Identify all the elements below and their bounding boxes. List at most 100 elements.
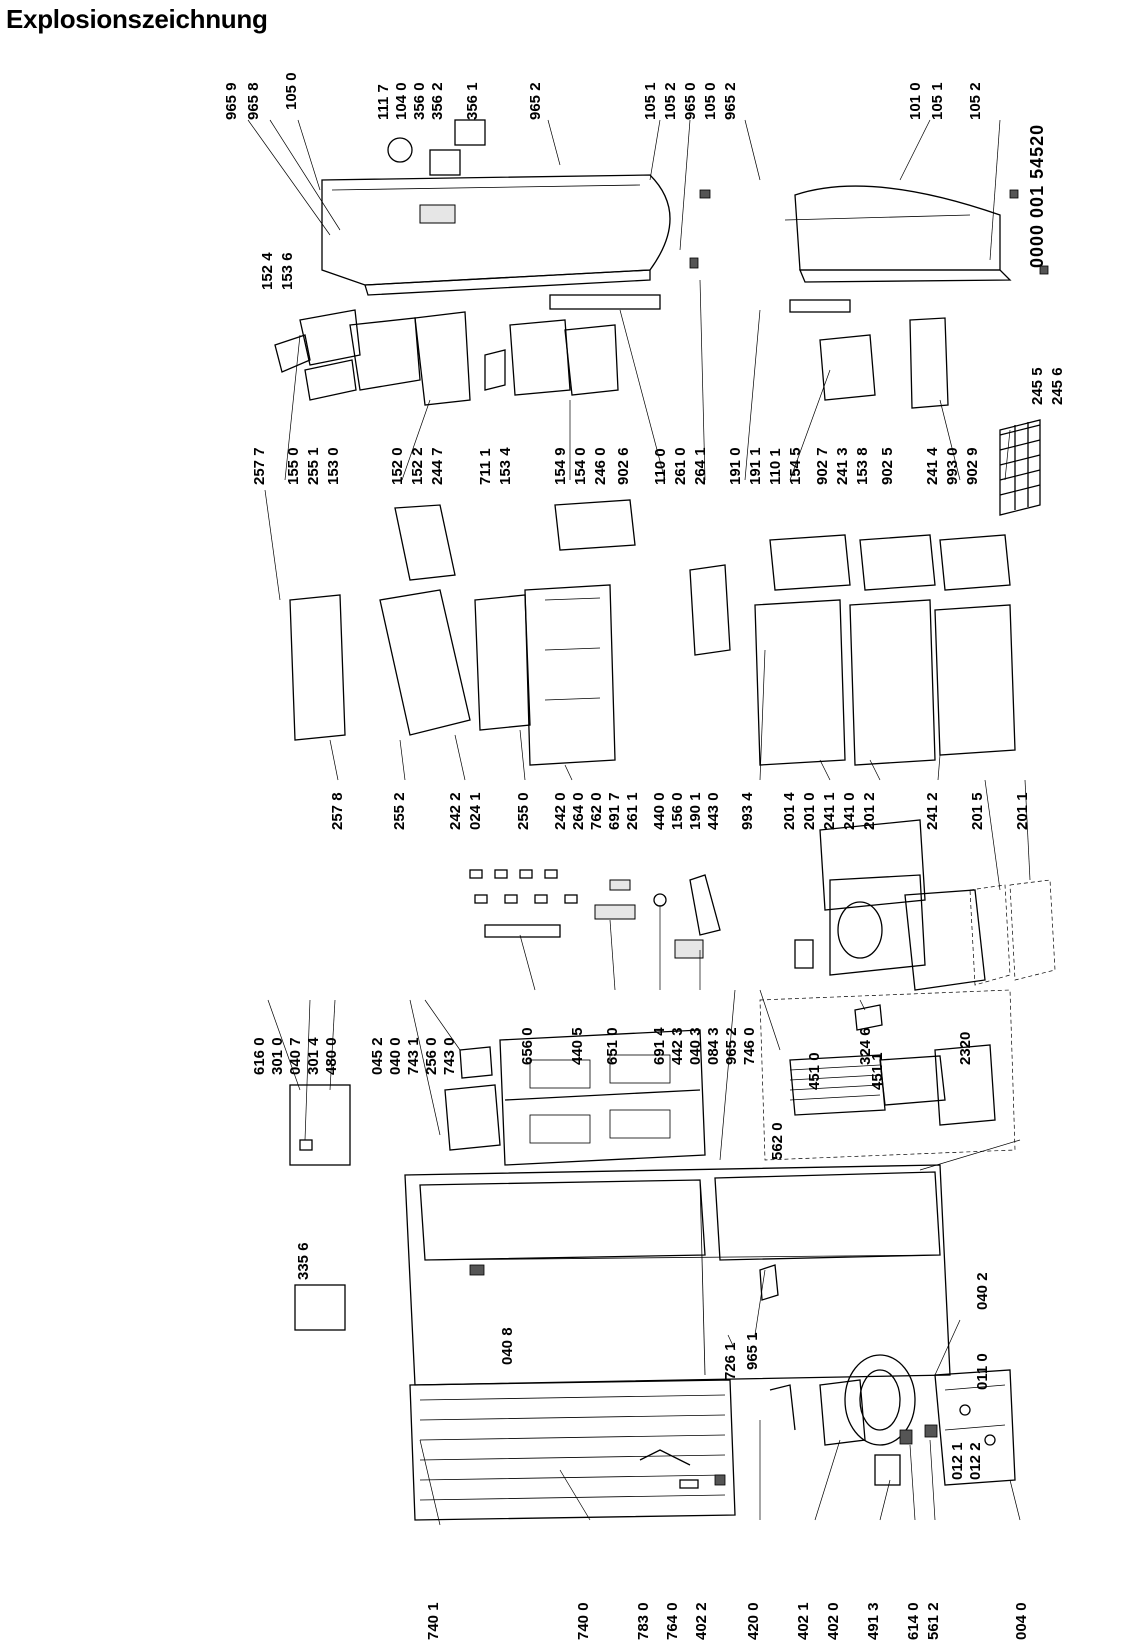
callout-label: 902 9 xyxy=(964,447,981,485)
callout-label: 440 0 xyxy=(651,792,668,830)
cabinet-body xyxy=(404,1164,951,1386)
callout-label: 242 2 xyxy=(447,792,464,830)
callout-label: 480 0 xyxy=(323,1037,340,1075)
callout-label: 451 0 xyxy=(806,1052,823,1090)
compressor xyxy=(819,1354,938,1486)
callout-label: 241 2 xyxy=(924,792,941,830)
fridge-door xyxy=(321,174,671,296)
callout-label: 440 5 xyxy=(569,1027,586,1065)
callout-label: 153 0 xyxy=(325,447,342,485)
callout-label: 152 4 xyxy=(259,252,276,290)
callout-label: 040 0 xyxy=(387,1037,404,1075)
callout-label: 201 5 xyxy=(969,792,986,830)
callout-label: 561 2 xyxy=(925,1602,942,1640)
callout-label: 726 1 xyxy=(722,1342,739,1380)
callout-label: 040 2 xyxy=(974,1272,991,1310)
thermostat-parts xyxy=(289,1046,501,1166)
callout-label: 191 1 xyxy=(747,447,764,485)
callout-label: 2320 xyxy=(957,1031,974,1065)
callout-label: 691 4 xyxy=(651,1027,668,1065)
callout-label: 993 4 xyxy=(739,792,756,830)
page-title: Explosionszeichnung xyxy=(6,4,268,34)
callout-label: 154 5 xyxy=(787,447,804,485)
callout-label: 105 2 xyxy=(662,82,679,120)
callout-label: 965 2 xyxy=(723,1027,740,1065)
callout-label: 190 1 xyxy=(687,792,704,830)
callout-label: 451 1 xyxy=(869,1052,886,1090)
callout-label: 156 0 xyxy=(669,792,686,830)
callout-label: 264 0 xyxy=(570,792,587,830)
callout-label: 614 0 xyxy=(905,1602,922,1640)
evaporator-coil xyxy=(759,989,1016,1161)
callout-label: 562 0 xyxy=(769,1122,786,1160)
callout-label: 711 1 xyxy=(477,448,494,485)
callout-label: 245 6 xyxy=(1049,367,1066,405)
callout-label: 264 1 xyxy=(692,447,709,485)
callout-label: 024 1 xyxy=(467,792,484,830)
callout-label: 965 2 xyxy=(722,82,739,120)
document-number: 0000 001 54520 xyxy=(1027,123,1047,268)
callout-label: 246 0 xyxy=(592,447,609,485)
callout-label: 153 4 xyxy=(497,447,514,485)
freezer-drawers xyxy=(754,534,1016,766)
callout-label: 420 0 xyxy=(745,1602,762,1640)
callout-label: 012 1 xyxy=(949,1442,966,1480)
callout-label: 301 4 xyxy=(305,1037,322,1075)
callout-label: 201 4 xyxy=(781,792,798,830)
callout-label: 402 0 xyxy=(825,1602,842,1640)
callout-label: 746 0 xyxy=(741,1027,758,1065)
callout-label: 012 2 xyxy=(967,1442,984,1480)
glass-shelves xyxy=(289,504,531,741)
callout-label: 111 7 xyxy=(375,84,392,120)
callout-label: 764 0 xyxy=(664,1602,681,1640)
callout-label: 201 1 xyxy=(1014,792,1031,830)
air-duct-assembly xyxy=(794,819,1056,991)
callout-label: 040 3 xyxy=(687,1027,704,1065)
callout-label: 105 1 xyxy=(642,82,659,120)
callout-label: 242 0 xyxy=(552,792,569,830)
callout-label: 965 0 xyxy=(682,82,699,120)
callout-label: 902 6 xyxy=(615,447,632,485)
callout-label: 154 0 xyxy=(572,447,589,485)
callout-label: 762 0 xyxy=(588,792,605,830)
callout-label: 651 0 xyxy=(604,1027,621,1065)
callout-label: 241 1 xyxy=(821,792,838,830)
leader-lines xyxy=(247,119,1031,1526)
callout-label: 261 1 xyxy=(624,792,641,830)
callout-label: 442 3 xyxy=(669,1027,686,1065)
callout-label: 040 8 xyxy=(499,1327,516,1365)
callout-label: 261 0 xyxy=(672,447,689,485)
callout-label: 084 3 xyxy=(705,1027,722,1065)
callout-label: 110 0 xyxy=(652,448,669,485)
callout-label: 616 0 xyxy=(251,1037,268,1075)
callout-label: 040 7 xyxy=(287,1037,304,1075)
callout-label: 011 0 xyxy=(974,1353,991,1390)
callout-label: 257 7 xyxy=(251,447,268,485)
freezer-door xyxy=(784,185,1012,283)
condenser xyxy=(409,1379,736,1521)
callout-label: 656 0 xyxy=(519,1027,536,1065)
inner-liner xyxy=(499,1029,706,1166)
callout-label: 301 0 xyxy=(269,1037,286,1075)
callout-label: 105 0 xyxy=(283,72,300,110)
callout-label: 740 0 xyxy=(575,1602,592,1640)
callout-label: 201 0 xyxy=(801,792,818,830)
callout-label: 902 7 xyxy=(814,447,831,485)
callout-label: 152 0 xyxy=(389,447,406,485)
callout-label: 105 2 xyxy=(967,82,984,120)
callout-label: 153 8 xyxy=(854,447,871,485)
callout-label: 743 0 xyxy=(441,1037,458,1075)
callout-label: 191 0 xyxy=(727,447,744,485)
callout-label: 155 0 xyxy=(285,447,302,485)
crisper-drawers xyxy=(524,499,731,766)
callout-label: 241 3 xyxy=(834,447,851,485)
callout-label: 356 0 xyxy=(411,82,428,120)
callout-label: 691 7 xyxy=(606,792,623,830)
callout-label: 154 9 xyxy=(552,447,569,485)
callout-label: 740 1 xyxy=(425,1602,442,1640)
callout-label: 443 0 xyxy=(705,792,722,830)
callout-label: 256 0 xyxy=(423,1037,440,1075)
callout-label: 004 0 xyxy=(1013,1602,1030,1640)
callout-label: 783 0 xyxy=(635,1602,652,1640)
